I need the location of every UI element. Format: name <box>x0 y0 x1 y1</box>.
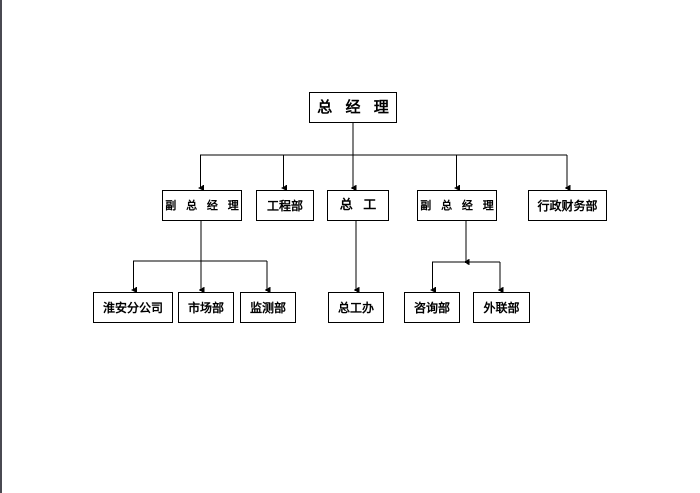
node-deputy-general-manager-2[interactable]: 副 总 经 理 <box>417 190 497 221</box>
node-marketing-department[interactable]: 市场部 <box>178 292 234 323</box>
node-label-liaison-department: 外联部 <box>483 300 520 315</box>
node-deputy-general-manager-1[interactable]: 副 总 经 理 <box>162 190 242 221</box>
node-label-general-manager: 总 经 理 <box>317 98 393 116</box>
node-chief-engineer[interactable]: 总 工 <box>327 190 389 221</box>
node-label-monitoring-department: 监测部 <box>249 300 286 315</box>
node-chief-engineer-office[interactable]: 总工办 <box>328 292 384 323</box>
node-monitoring-department[interactable]: 监测部 <box>240 292 296 323</box>
node-huaian-branch[interactable]: 淮安分公司 <box>93 292 173 323</box>
node-label-consulting-department: 咨询部 <box>413 300 450 315</box>
node-liaison-department[interactable]: 外联部 <box>473 292 530 323</box>
node-engineering-department[interactable]: 工程部 <box>256 190 314 221</box>
node-label-deputy-general-manager-1: 副 总 经 理 <box>165 199 242 212</box>
node-label-chief-engineer: 总 工 <box>339 198 380 213</box>
node-label-huaian-branch: 淮安分公司 <box>102 300 163 315</box>
node-label-engineering-department: 工程部 <box>266 198 303 213</box>
node-consulting-department[interactable]: 咨询部 <box>404 292 460 323</box>
node-label-marketing-department: 市场部 <box>187 300 224 315</box>
node-general-manager[interactable]: 总 经 理 <box>309 92 397 123</box>
page-edge-shadow <box>0 0 2 493</box>
node-label-chief-engineer-office: 总工办 <box>337 300 374 315</box>
node-label-deputy-general-manager-2: 副 总 经 理 <box>420 199 497 212</box>
node-admin-finance-department[interactable]: 行政财务部 <box>528 190 607 221</box>
node-label-admin-finance-department: 行政财务部 <box>537 198 598 213</box>
